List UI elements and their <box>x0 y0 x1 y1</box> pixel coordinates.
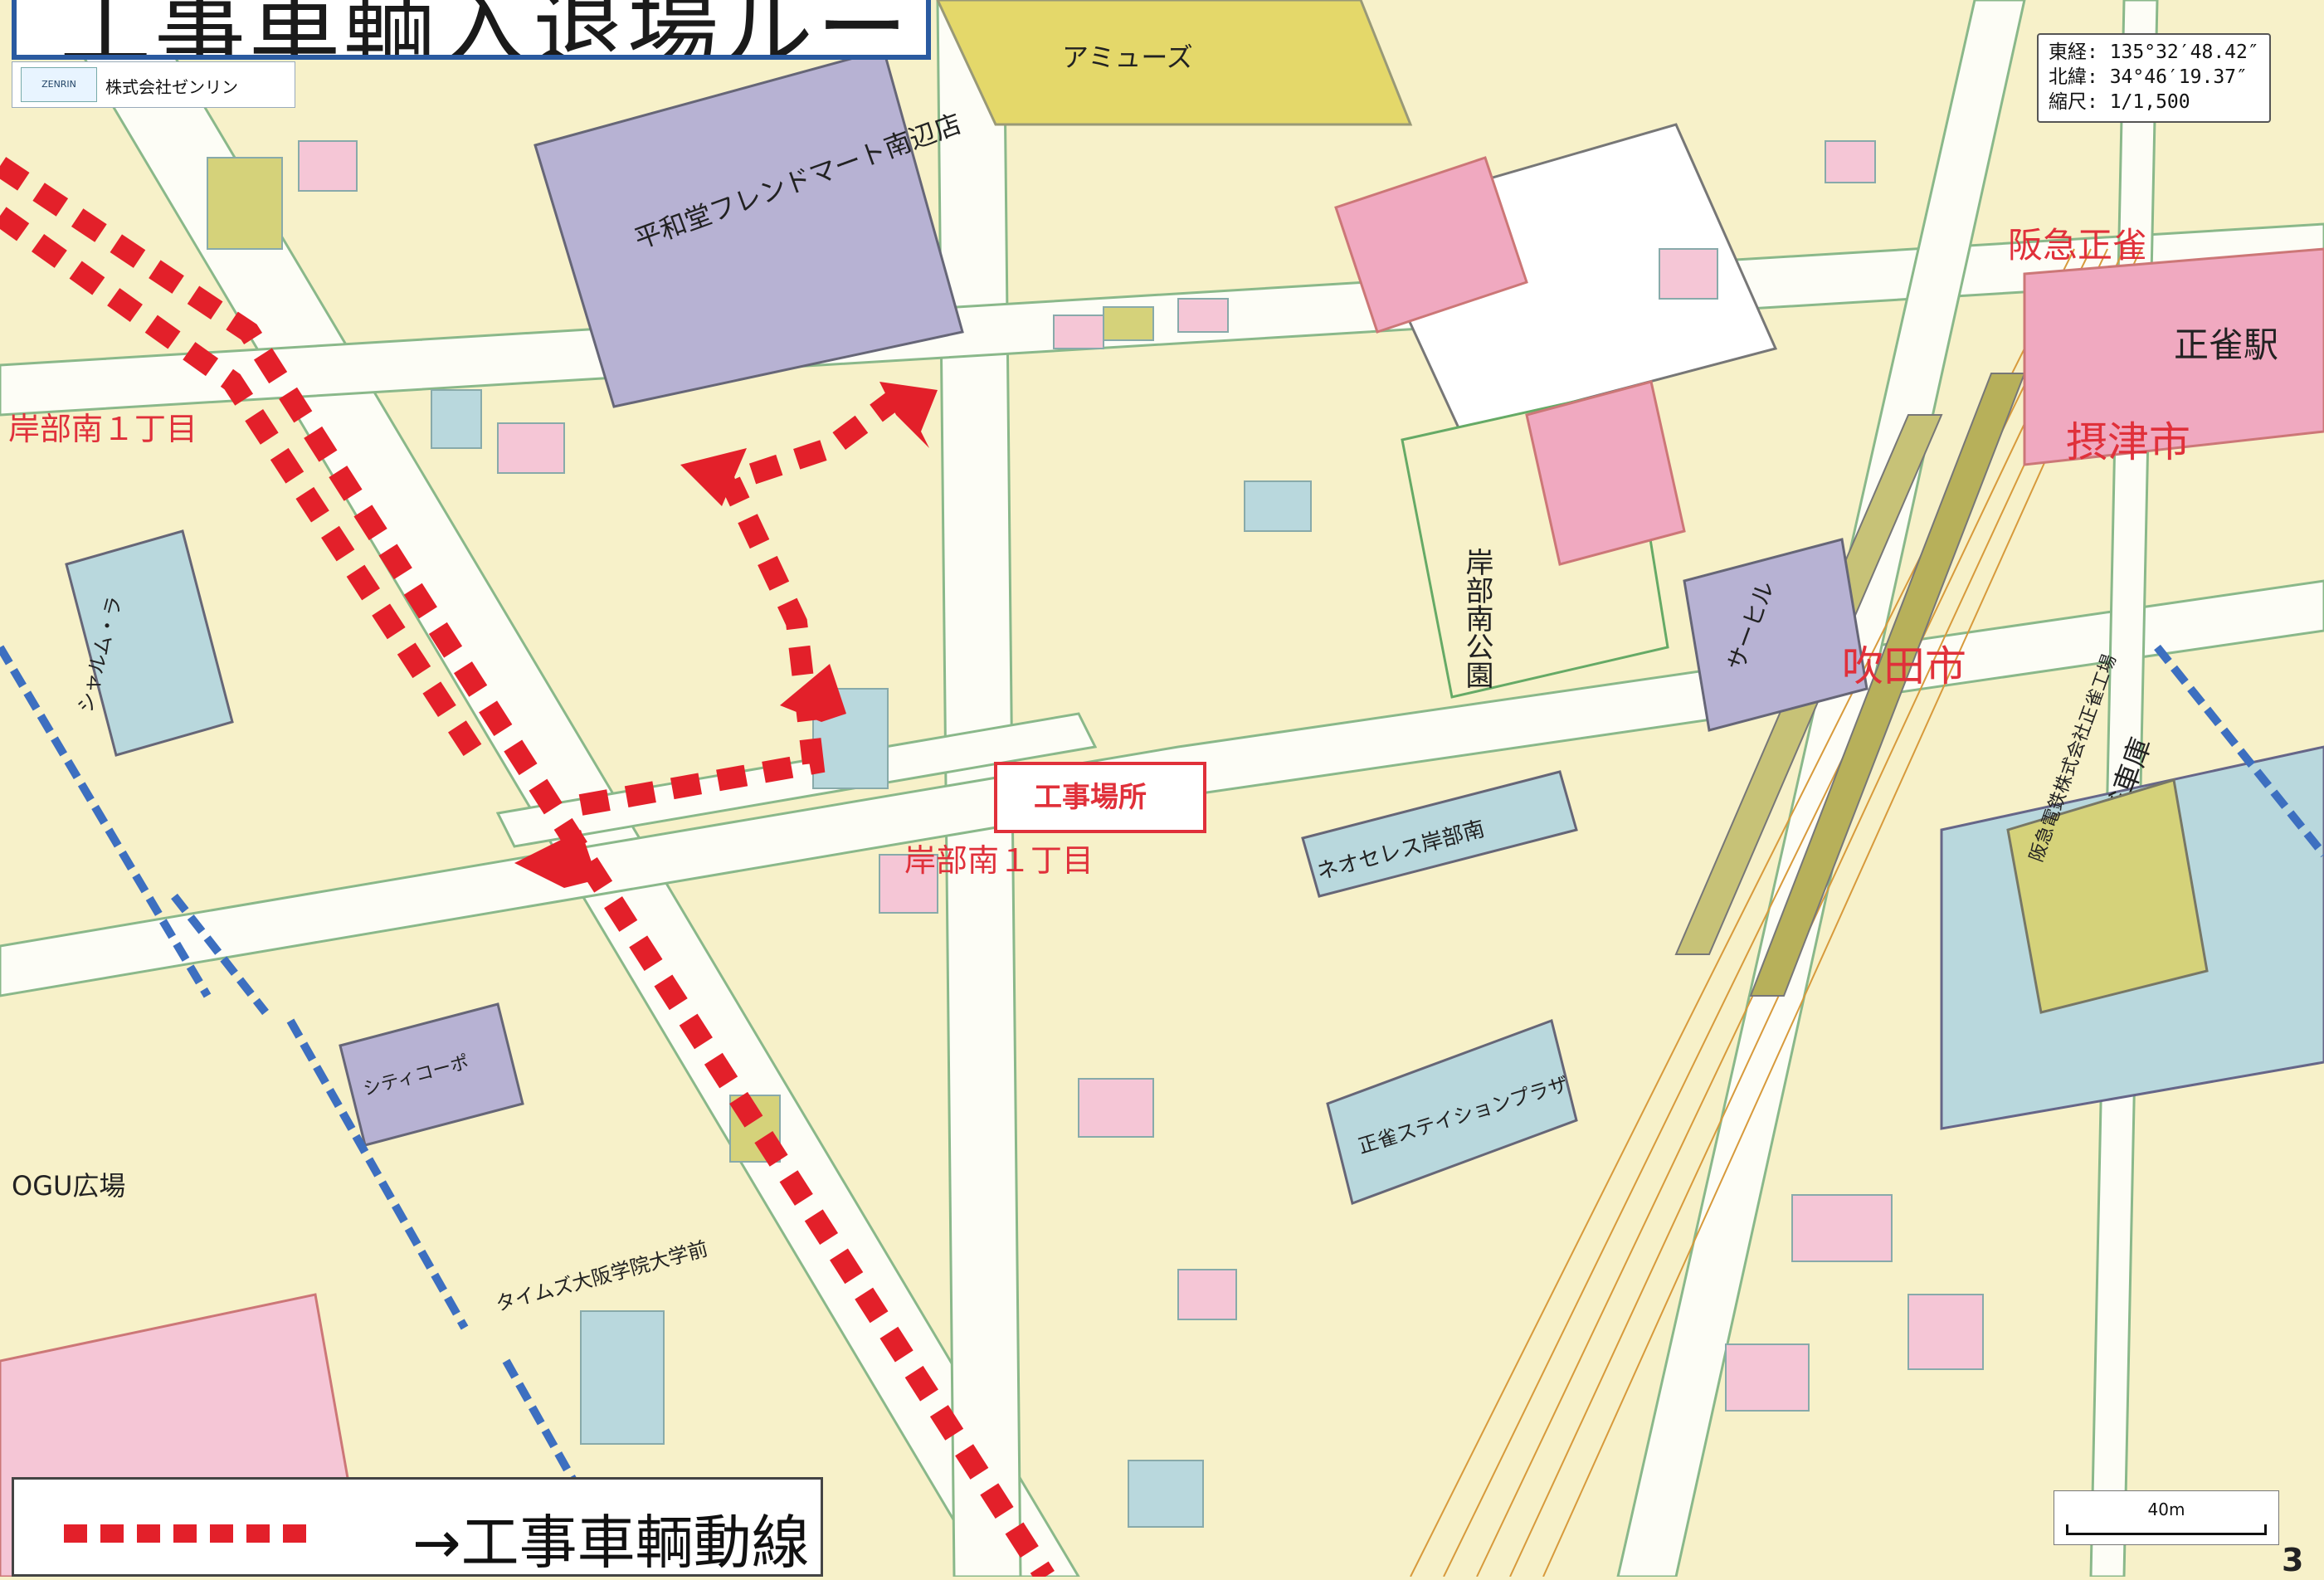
amusement-building <box>936 0 1413 126</box>
route-legend: →工事車輌動線 <box>12 1477 823 1577</box>
zenrin-logo-icon: ZENRIN <box>21 67 97 102</box>
map-scale: 縮尺: 1/1,500 <box>2049 91 2190 113</box>
route-arrow-icon-1 <box>879 382 938 448</box>
suita-city-label: 吹田市 <box>1842 642 1966 690</box>
zenrin-logo-strip: ZENRIN 株式会社ゼンリン <box>12 61 295 108</box>
construction-site-box <box>994 762 1206 833</box>
route-arrows <box>514 382 938 888</box>
company-name: 株式会社ゼンリン <box>105 77 238 97</box>
scale-bar-line <box>2066 1524 2267 1535</box>
longitude: 東経: 135°32′48.42″ <box>2049 41 2259 63</box>
sharumu-building <box>65 529 234 757</box>
station-name: 正雀駅 <box>2174 324 2278 365</box>
area-label-kishibe-1: 岸部南１丁目 <box>8 411 197 447</box>
settsu-city-label: 摂津市 <box>2066 418 2190 466</box>
legend-text: →工事車輌動線 <box>412 1509 810 1577</box>
hankyu-label: 阪急正雀 <box>2008 225 2147 266</box>
area-label-kishibe-2: 岸部南１丁目 <box>904 842 1094 879</box>
route-arrow-icon-4 <box>680 448 747 506</box>
latitude: 北緯: 34°46′19.37″ <box>2049 66 2248 88</box>
hankyu-works-building <box>2006 778 2209 1014</box>
ogu-plaza-label: OGU広場 <box>12 1170 125 1202</box>
sunhill-building <box>1683 538 1868 732</box>
page-number: 3 <box>2282 1542 2304 1578</box>
scale-bar: 40m <box>2054 1490 2279 1545</box>
pink-building-e <box>1525 380 1686 566</box>
amusement-label: アミューズ <box>1062 41 1193 73</box>
city-copo-building <box>339 1002 524 1147</box>
title-box: 工事車輌入退場ルート <box>12 0 931 60</box>
route-arrow-icon-3 <box>514 830 597 888</box>
station-building <box>2023 247 2324 466</box>
boundary-lines <box>0 644 2324 1496</box>
vehicle-route <box>0 157 1055 1577</box>
legend-dashed-line-icon <box>64 1524 319 1546</box>
construction-site-label: 工事場所 <box>1034 781 1147 814</box>
friend-mart-building <box>533 48 964 408</box>
rail-platform <box>1749 373 2026 997</box>
neo-seres-building <box>1301 770 1578 898</box>
coordinate-readout: 東経: 135°32′48.42″ 北緯: 34°46′19.37″ 縮尺: 1… <box>2037 33 2271 123</box>
small-parcels <box>207 140 1984 1528</box>
page-title: 工事車輌入退場ルート <box>60 0 931 60</box>
park-label: 岸部南公園 <box>1460 548 1493 689</box>
route-arrow-icon-2 <box>780 664 846 722</box>
shojaku-plaza-building <box>1326 1019 1578 1205</box>
scale-bar-label: 40m <box>2147 1500 2185 1519</box>
pink-building-n <box>1334 156 1528 334</box>
